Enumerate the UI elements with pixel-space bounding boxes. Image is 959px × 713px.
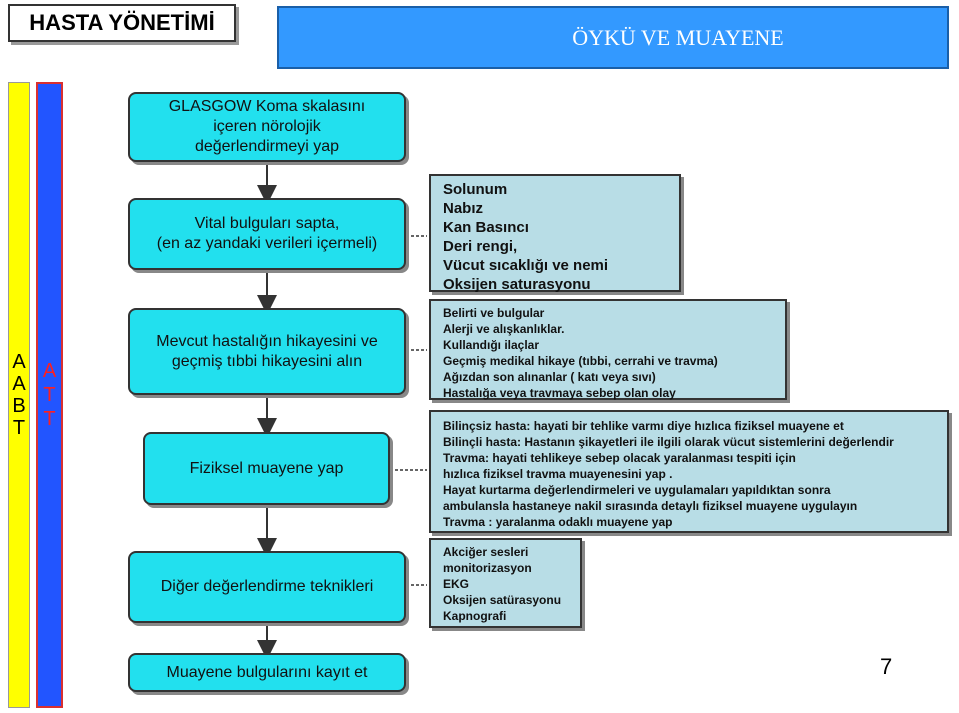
step-other-techniques: Diğer değerlendirme teknikleri	[128, 551, 406, 623]
att-letter: T	[43, 384, 56, 406]
step-line: (en az yandaki verileri içermeli)	[156, 235, 378, 252]
info-vitals-list: Solunum Nabız Kan Basıncı Deri rengi, Vü…	[429, 174, 681, 293]
info-line: Vücut sıcaklığı ve nemi	[443, 257, 609, 274]
step-record-findings: Muayene bulgularını kayıt et	[128, 653, 406, 692]
info-line: Deri rengi,	[443, 238, 518, 255]
info-line: Hayat kurtarma değerlendirmeleri ve uygu…	[443, 483, 831, 497]
info-line: Oksijen saturasyonu	[443, 276, 591, 293]
info-line: monitorizasyon	[443, 561, 532, 575]
info-line: Akciğer sesleri	[443, 545, 529, 559]
step-vitals: Vital bulguları sapta, (en az yandaki ve…	[128, 198, 406, 270]
att-letter: A	[42, 360, 57, 382]
step-line: değerlendirmeyi yap	[194, 138, 340, 155]
info-line: ambulansla hastaneye nakil sırasında det…	[443, 499, 858, 513]
info-line: Belirti ve bulgular	[443, 306, 545, 320]
step-line: GLASGOW Koma skalasını	[168, 98, 366, 115]
step-line: Vital bulguları sapta,	[194, 215, 340, 232]
info-line: Bilinçsiz hasta: hayati bir tehlike varm…	[443, 419, 844, 433]
info-line: EKG	[443, 577, 470, 591]
info-line: Alerji ve alışkanlıklar.	[443, 322, 565, 336]
aabt-bar: A A B T	[8, 82, 30, 708]
section-title-text: ÖYKÜ VE MUAYENE	[572, 24, 784, 50]
info-line: Hastalığa veya travmaya sebep olan olay	[443, 386, 676, 400]
step-history: Mevcut hastalığın hikayesini ve geçmiş t…	[128, 308, 406, 395]
aabt-letter: T	[12, 417, 26, 439]
step-line: içeren nörolojik	[213, 118, 321, 135]
info-line: Travma: hayati tehlikeye sebep olacak ya…	[443, 451, 796, 465]
att-letter: T	[43, 408, 56, 430]
step-line: Mevcut hastalığın hikayesini ve	[156, 332, 378, 350]
info-line: Oksijen satürasyonu	[443, 593, 562, 607]
aabt-letter: A	[12, 351, 26, 373]
step-line: geçmiş tıbbi hikayesini alın	[171, 352, 363, 370]
step-line: Diğer değerlendirme teknikleri	[160, 578, 374, 595]
step-physical-exam: Fiziksel muayene yap	[143, 432, 390, 505]
info-line: Geçmiş medikal hikaye (tıbbi, cerrahi ve…	[443, 354, 718, 368]
info-line: hızlıca fiziksel travma muayenesini yap …	[443, 467, 673, 481]
aabt-letter: A	[12, 373, 26, 395]
page-title-text: HASTA YÖNETİMİ	[29, 10, 215, 35]
info-history-list: Belirti ve bulgular Alerji ve alışkanlık…	[429, 299, 787, 400]
step-line: Muayene bulgularını kayıt et	[166, 663, 368, 681]
step-line: Fiziksel muayene yap	[189, 459, 344, 477]
info-line: Bilinçli hasta: Hastanın şikayetleri ile…	[443, 435, 894, 449]
page-number: 7	[880, 654, 893, 679]
info-exam-list: Bilinçsiz hasta: hayati bir tehlike varm…	[429, 410, 949, 533]
info-line: Kapnografi	[443, 609, 507, 623]
att-bar: A T T	[36, 82, 63, 708]
info-techniques-list: Akciğer sesleri monitorizasyon EKG Oksij…	[429, 538, 582, 628]
aabt-letter: B	[12, 395, 26, 417]
info-line: Kan Basıncı	[443, 219, 529, 236]
info-line: Nabız	[443, 200, 484, 217]
info-line: Ağızdan son alınanlar ( katı veya sıvı)	[443, 370, 656, 384]
page-title: HASTA YÖNETİMİ	[8, 4, 236, 42]
step-glasgow: GLASGOW Koma skalasını içeren nörolojik …	[128, 92, 406, 162]
section-title: ÖYKÜ VE MUAYENE	[277, 6, 949, 69]
info-line: Travma : yaralanma odaklı muayene yap	[443, 515, 673, 529]
info-line: Kullandığı ilaçlar	[443, 338, 540, 352]
info-line: Solunum	[443, 181, 508, 198]
